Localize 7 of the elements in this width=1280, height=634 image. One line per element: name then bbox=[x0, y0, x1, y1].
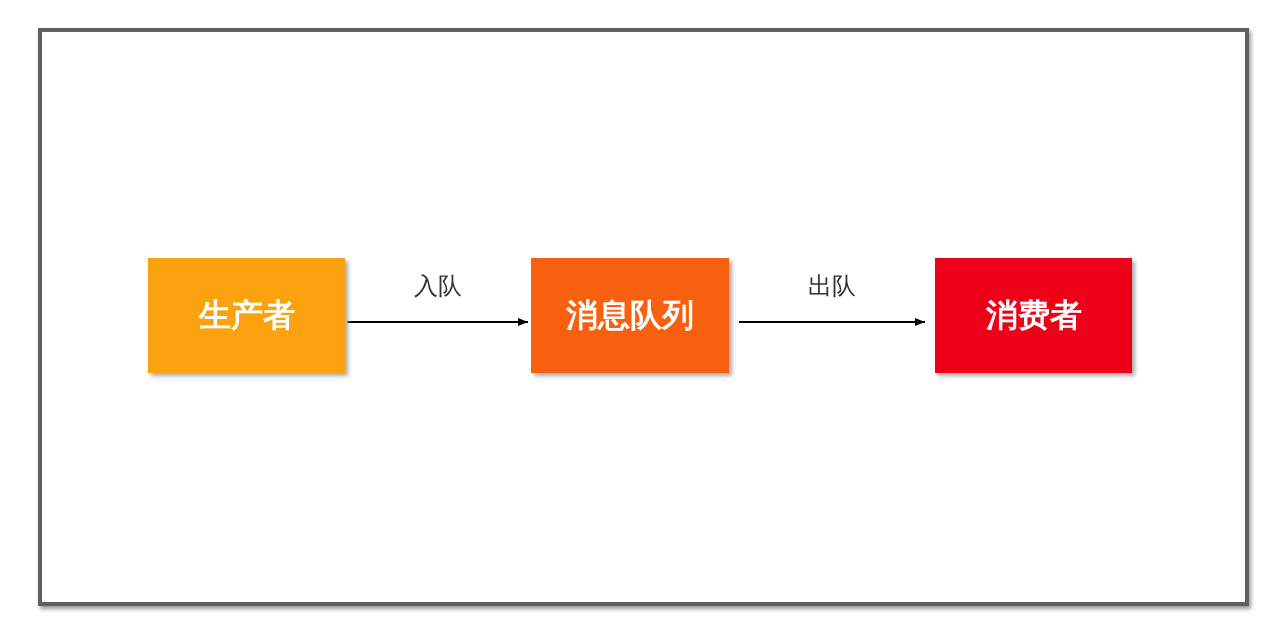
arrow bbox=[738, 318, 926, 326]
edge-label: 出队 bbox=[808, 271, 856, 302]
process-box: 消息队列 bbox=[531, 258, 729, 373]
edge-label: 入队 bbox=[413, 271, 462, 302]
arrow bbox=[346, 318, 529, 326]
process-box: 消费者 bbox=[935, 258, 1132, 373]
process-box: 生产者 bbox=[148, 258, 345, 373]
